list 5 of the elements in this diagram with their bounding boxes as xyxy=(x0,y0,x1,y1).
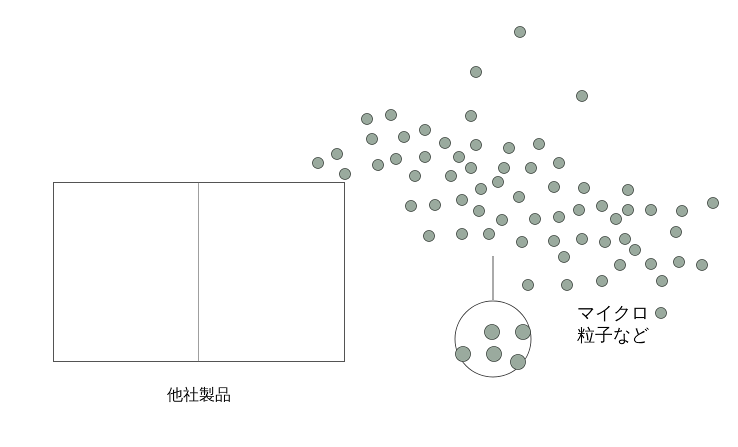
product-caption: 他社製品 xyxy=(166,385,232,406)
leader-line xyxy=(492,256,494,300)
particle-label: マイクロ粒子など xyxy=(577,303,650,346)
magnifier-circle xyxy=(454,300,532,378)
particles-drawing xyxy=(311,25,720,320)
